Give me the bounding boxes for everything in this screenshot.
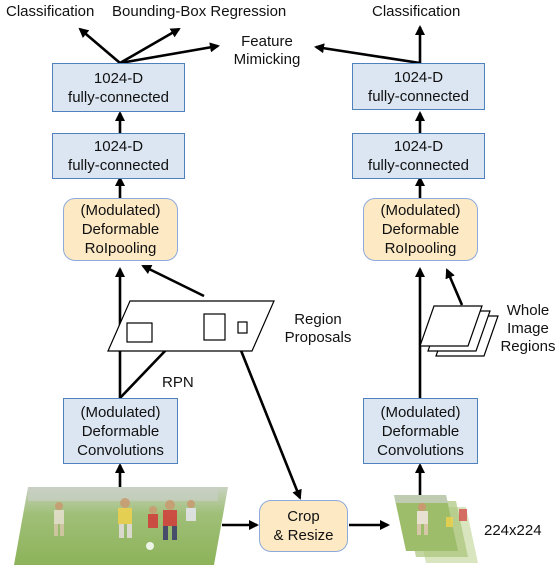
crop-resize-box: Crop & Resize xyxy=(259,500,348,552)
arrow-to-classification-left xyxy=(78,27,121,64)
right-fc-bottom-box: 1024-D fully-connected xyxy=(352,133,485,179)
bbox-regression-label: Bounding-Box Regression xyxy=(112,3,287,20)
arrow-to-bbox-regression xyxy=(119,27,181,65)
whole-image-regions-icon xyxy=(419,305,499,357)
left-classification-label: Classification xyxy=(6,3,95,20)
left-conv-box: (Modulated) Deformable Convolutions xyxy=(63,398,178,464)
arrow-to-feature-mimicking-right xyxy=(314,43,421,65)
arrow-to-feature-mimicking-left xyxy=(119,42,220,65)
input-image xyxy=(14,487,228,565)
right-roipooling-box: (Modulated) Deformable RoIpooling xyxy=(363,198,478,261)
whole-image-regions-label: Whole Image Regions xyxy=(500,302,556,355)
left-fc-top-box: 1024-D fully-connected xyxy=(52,63,185,112)
region-proposals-label: Region Proposals xyxy=(284,311,352,346)
right-conv-box: (Modulated) Deformable Convolutions xyxy=(363,398,478,464)
right-classification-label: Classification xyxy=(372,3,461,20)
feature-mimicking-label: Feature Mimicking xyxy=(233,33,301,68)
cropped-images-stack xyxy=(394,495,478,563)
arrow-whole-image-to-roipool xyxy=(445,268,464,306)
rpn-label: RPN xyxy=(162,374,194,391)
region-proposals-icon xyxy=(107,300,275,352)
left-fc-bottom-box: 1024-D fully-connected xyxy=(52,133,185,179)
arrow-proposals-to-crop xyxy=(234,337,302,500)
arrow-proposals-to-roipool xyxy=(141,264,205,298)
crop-size-label: 224x224 xyxy=(484,522,542,539)
right-fc-top-box: 1024-D fully-connected xyxy=(352,63,485,110)
left-roipooling-box: (Modulated) Deformable RoIpooling xyxy=(63,198,178,261)
